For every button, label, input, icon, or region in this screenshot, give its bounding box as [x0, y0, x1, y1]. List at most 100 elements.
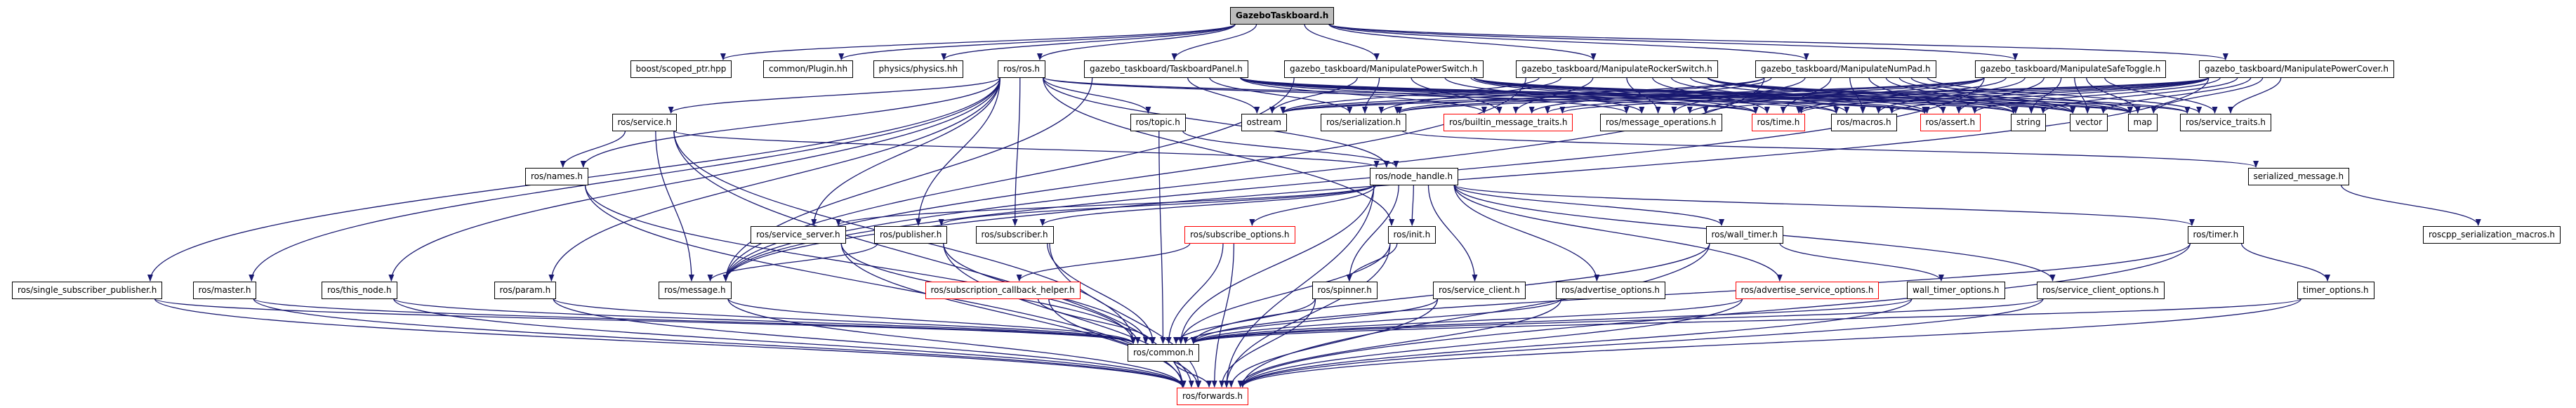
include-edge-nodehandle-to-walltimer	[1453, 184, 1724, 226]
include-edge-walltimer-to-forwards	[1239, 242, 1710, 388]
include-edge-mps-to-builtin	[1411, 77, 1502, 114]
graph-node-common[interactable]: ros/common.h	[1128, 344, 1199, 362]
graph-node-scoped_ptr: boost/scoped_ptr.hpp	[630, 60, 732, 78]
include-edge-init-to-common	[1177, 242, 1391, 344]
graph-node-subscriber[interactable]: ros/subscriber.h	[975, 226, 1054, 244]
graph-node-mpc[interactable]: gazebo_taskboard/ManipulatePowerCover.h	[2199, 60, 2394, 78]
include-edge-main-to-physics	[941, 23, 1236, 60]
include-edge-mpc-to-string	[2040, 77, 2238, 114]
graph-node-subopts[interactable]: ros/subscribe_options.h	[1184, 226, 1295, 244]
graph-node-publisher[interactable]: ros/publisher.h	[874, 226, 948, 244]
graph-node-macros[interactable]: ros/macros.h	[1831, 114, 1897, 131]
include-edge-nodehandle-to-subscriber	[1039, 184, 1375, 226]
include-edge-main-to-plugin	[838, 23, 1236, 60]
graph-node-advopts[interactable]: ros/advertise_options.h	[1556, 282, 1665, 299]
include-edge-wtopts-to-common	[1191, 298, 1913, 344]
include-edge-mpc-to-vector	[2100, 77, 2252, 114]
graph-node-mrs[interactable]: gazebo_taskboard/ManipulateRockerSwitch.…	[1516, 60, 1718, 78]
include-edge-main-to-mnp	[1328, 23, 1809, 60]
include-edge-mrs-to-time	[1651, 77, 1770, 114]
include-edge-sserver-to-forwards	[840, 242, 1187, 388]
graph-node-mps[interactable]: gazebo_taskboard/ManipulatePowerSwitch.h	[1284, 60, 1484, 78]
graph-node-mst[interactable]: gazebo_taskboard/ManipulateSafeToggle.h	[1974, 60, 2167, 78]
graph-node-rsmacros[interactable]: roscpp_serialization_macros.h	[2423, 226, 2561, 244]
graph-node-msgops[interactable]: ros/message_operations.h	[1600, 114, 1722, 131]
graph-node-string: string	[2011, 114, 2047, 131]
include-edge-mpc-to-serialization	[1396, 77, 2210, 114]
include-edge-ros-to-names	[580, 77, 1001, 168]
graph-node-sermsg[interactable]: serialized_message.h	[2247, 168, 2350, 185]
graph-node-thisnode[interactable]: ros/this_node.h	[322, 282, 397, 299]
graph-node-topts[interactable]: timer_options.h	[2297, 282, 2374, 299]
graph-node-topic[interactable]: ros/topic.h	[1130, 114, 1186, 131]
include-edge-topic-to-nodehandle	[1182, 130, 1399, 168]
graph-node-advsopts[interactable]: ros/advertise_service_options.h	[1735, 282, 1880, 299]
graph-node-sserver[interactable]: ros/service_server.h	[751, 226, 846, 244]
graph-node-serialization[interactable]: ros/serialization.h	[1321, 114, 1407, 131]
graph-node-names[interactable]: ros/names.h	[525, 168, 589, 185]
graph-node-nodehandle[interactable]: ros/node_handle.h	[1369, 168, 1459, 185]
graph-node-panel[interactable]: gazebo_taskboard/TaskboardPanel.h	[1084, 60, 1248, 78]
include-edge-mnp-to-vector	[1898, 77, 2076, 114]
include-edge-ros-to-time	[1042, 77, 1759, 114]
include-edge-mnp-to-ostream	[1280, 77, 1765, 114]
graph-node-ros[interactable]: ros/ros.h	[998, 60, 1045, 78]
include-edge-mst-to-ostream	[1280, 77, 1985, 114]
include-edge-mpc-to-ostream	[1280, 77, 2210, 114]
graph-node-forwards[interactable]: ros/forwards.h	[1177, 388, 1248, 405]
include-edge-mpc-to-straits	[2228, 77, 2282, 114]
include-edge-scopts-to-forwards	[1240, 298, 2044, 388]
graph-node-time[interactable]: ros/time.h	[1751, 114, 1806, 131]
include-edge-panel-to-time	[1239, 77, 1759, 114]
include-edge-spinner-to-common	[1173, 298, 1316, 344]
graph-node-scopts[interactable]: ros/service_client_options.h	[2037, 282, 2165, 299]
graph-node-physics: physics/physics.hh	[873, 60, 964, 78]
include-edge-service-to-message	[655, 130, 694, 282]
include-edge-nodehandle-to-forwards	[1224, 184, 1375, 388]
include-edge-message-to-forwards	[727, 298, 1186, 388]
include-edge-mps-to-message	[722, 77, 1295, 282]
include-edge-main-to-mps	[1304, 23, 1380, 60]
include-edge-main-to-mrs	[1328, 23, 1597, 60]
graph-node-ssp[interactable]: ros/single_subscriber_publisher.h	[12, 282, 163, 299]
include-edge-message-to-common	[727, 298, 1136, 344]
include-edge-timer-to-common	[1191, 242, 2191, 344]
graph-node-mnp[interactable]: gazebo_taskboard/ManipulateNumPad.h	[1755, 60, 1936, 78]
graph-node-service[interactable]: ros/service.h	[612, 114, 678, 131]
include-edge-panel-to-message	[722, 77, 1093, 282]
include-edge-panel-to-serialization	[1209, 77, 1353, 114]
graph-node-timer[interactable]: ros/timer.h	[2187, 226, 2245, 244]
graph-node-spinner[interactable]: ros/spinner.h	[1312, 282, 1378, 299]
include-edge-main-to-scoped_ptr	[720, 23, 1236, 60]
graph-node-subcb[interactable]: ros/subscription_callback_helper.h	[925, 282, 1081, 299]
graph-node-sclient[interactable]: ros/service_client.h	[1433, 282, 1526, 299]
include-edge-nodehandle-to-publisher	[938, 184, 1375, 226]
include-edge-sclient-to-forwards	[1228, 298, 1439, 388]
include-edge-main-to-panel	[1171, 23, 1257, 60]
graph-node-init[interactable]: ros/init.h	[1387, 226, 1436, 244]
graph-node-master[interactable]: ros/master.h	[192, 282, 257, 299]
graph-node-straits[interactable]: ros/service_traits.h	[2180, 114, 2271, 131]
graph-node-assert[interactable]: ros/assert.h	[1920, 114, 1981, 131]
graph-node-plugin: common/Plugin.hh	[763, 60, 854, 78]
include-edge-nodehandle-to-subopts	[1249, 184, 1377, 226]
graph-node-walltimer[interactable]: ros/wall_timer.h	[1705, 226, 1784, 244]
include-edge-advsopts-to-forwards	[1239, 298, 1743, 388]
include-edge-ros-to-topic	[1042, 77, 1151, 114]
include-edge-subcb-to-forwards	[1048, 298, 1201, 388]
include-edge-mrs-to-builtin	[1512, 77, 1594, 114]
include-edge-timer-to-topts	[2240, 242, 2330, 282]
include-edge-panel-to-msgops	[1239, 77, 1630, 114]
include-edge-ros-to-master	[249, 77, 1001, 282]
graph-node-message[interactable]: ros/message.h	[659, 282, 732, 299]
graph-node-builtin[interactable]: ros/builtin_message_traits.h	[1444, 114, 1573, 131]
include-edge-mps-to-time	[1469, 77, 1759, 114]
include-edge-mrs-to-ostream	[1280, 77, 1540, 114]
include-edge-ssp-to-common	[154, 298, 1136, 344]
graph-node-wtopts[interactable]: wall_timer_options.h	[1907, 282, 2005, 299]
include-edge-thisnode-to-common	[392, 298, 1136, 344]
include-edge-master-to-common	[253, 298, 1136, 344]
graph-node-param[interactable]: ros/param.h	[494, 282, 557, 299]
include-edge-walltimer-to-wtopts	[1779, 242, 1944, 282]
